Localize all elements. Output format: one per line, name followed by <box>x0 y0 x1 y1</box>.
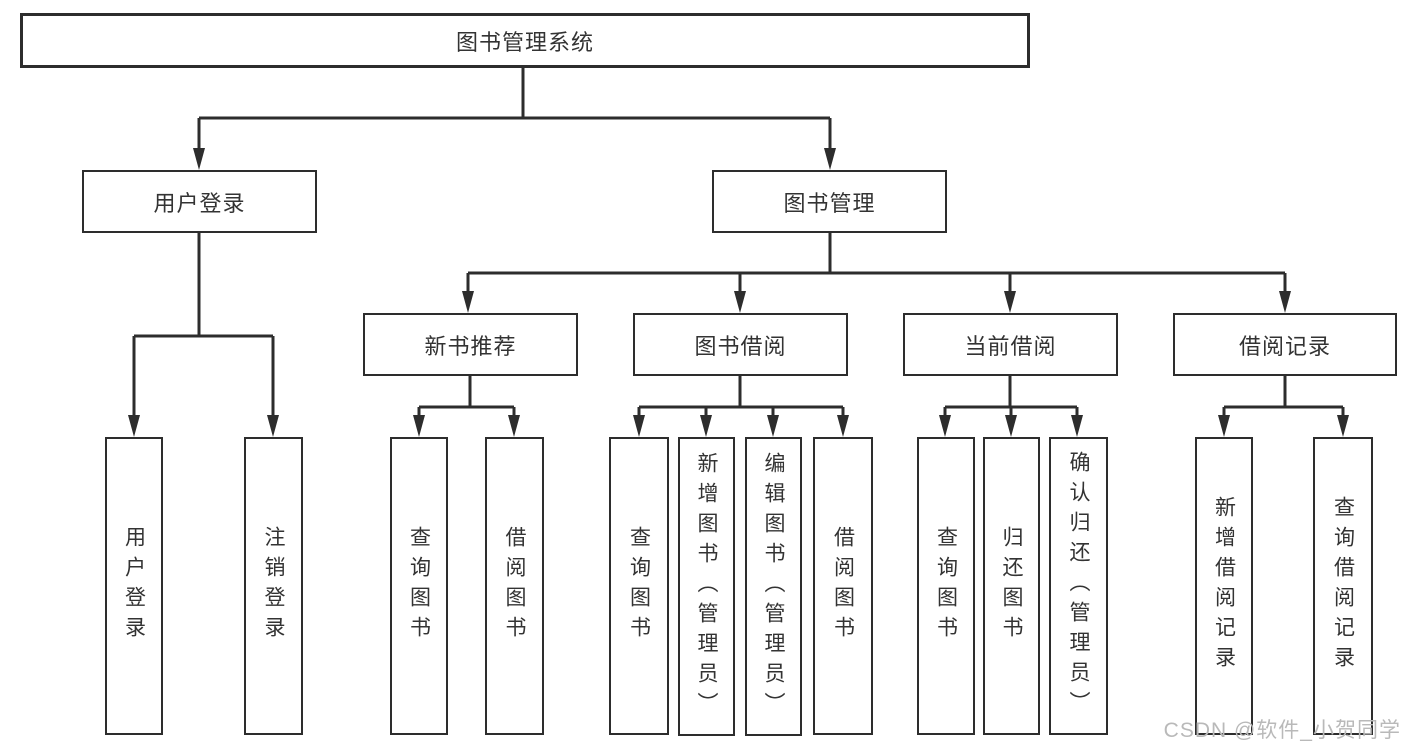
leaf-current-query-book: 查询图书 <box>917 437 975 735</box>
csdn-watermark: CSDN @软件_小贺同学 <box>1163 719 1401 742</box>
node-current-borrow: 当前借阅 <box>903 313 1118 376</box>
leaf-recommend-query-book-label: 查询图书 <box>407 526 431 646</box>
leaf-recommend-borrow-book-label: 借阅图书 <box>503 526 526 646</box>
node-book-borrow: 图书借阅 <box>633 313 848 376</box>
leaf-user-login-label: 用户登录 <box>122 526 146 646</box>
leaf-logout: 注销登录 <box>244 437 303 735</box>
leaf-add-borrow-record: 新增借阅记录 <box>1195 437 1253 735</box>
leaf-borrow-query-book: 查询图书 <box>609 437 669 735</box>
leaf-return-book: 归还图书 <box>983 437 1040 735</box>
node-root-system: 图书管理系统 <box>20 13 1030 68</box>
leaf-edit-book-admin: 编辑图书（管理员） <box>745 437 802 736</box>
node-new-book-recommend: 新书推荐 <box>363 313 578 376</box>
leaf-borrow-book-label: 借阅图书 <box>831 526 855 646</box>
leaf-add-borrow-record-label: 新增借阅记录 <box>1212 496 1236 676</box>
leaf-add-book-admin: 新增图书（管理员） <box>678 437 735 736</box>
leaf-add-book-admin-label: 新增图书（管理员） <box>695 451 718 722</box>
leaf-current-query-book-label: 查询图书 <box>934 526 958 646</box>
leaf-user-login: 用户登录 <box>105 437 163 735</box>
leaf-recommend-query-book: 查询图书 <box>390 437 448 735</box>
leaf-recommend-borrow-book: 借阅图书 <box>485 437 544 735</box>
node-book-management: 图书管理 <box>712 170 947 233</box>
leaf-edit-book-admin-label: 编辑图书（管理员） <box>762 451 785 722</box>
leaf-borrow-book: 借阅图书 <box>813 437 873 735</box>
leaf-logout-label: 注销登录 <box>262 526 285 646</box>
leaf-query-borrow-record: 查询借阅记录 <box>1313 437 1373 735</box>
leaf-return-book-label: 归还图书 <box>1000 526 1023 646</box>
node-borrow-record: 借阅记录 <box>1173 313 1397 376</box>
node-user-login: 用户登录 <box>82 170 317 233</box>
leaf-confirm-return-admin-label: 确认归还（管理员） <box>1067 451 1090 721</box>
leaf-query-borrow-record-label: 查询借阅记录 <box>1331 496 1355 676</box>
leaf-borrow-query-book-label: 查询图书 <box>627 526 651 646</box>
leaf-confirm-return-admin: 确认归还（管理员） <box>1049 437 1108 735</box>
